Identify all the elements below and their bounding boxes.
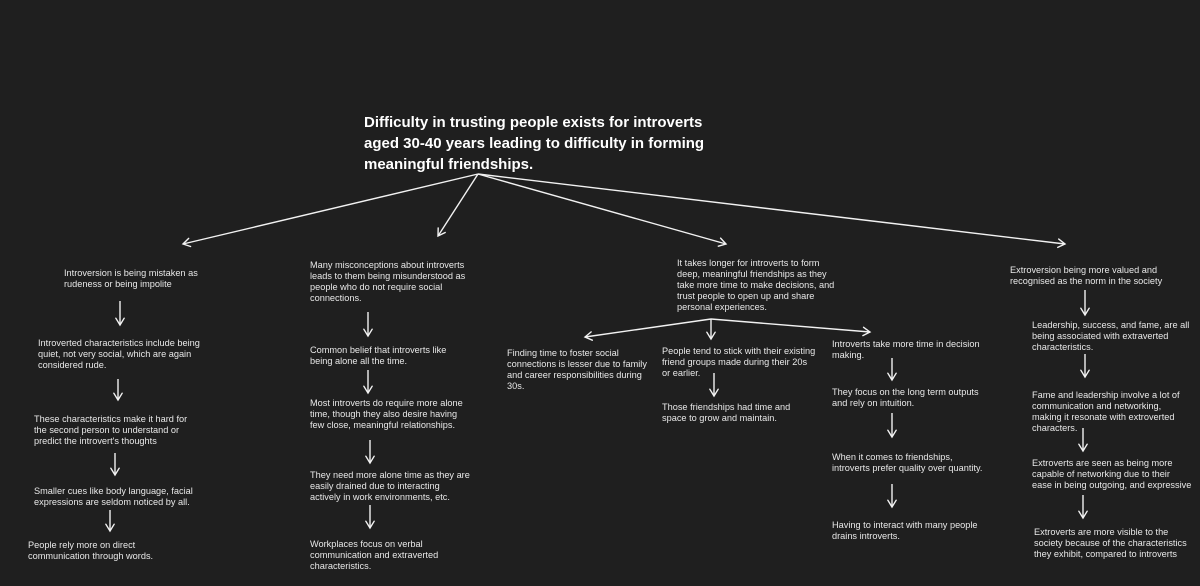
branch-4-step-1: Leadership, success, and fame, are all b… — [1032, 320, 1190, 352]
arrow-b3-sub-c-3 — [887, 484, 897, 509]
branch-1-step-3: Smaller cues like body language, facial … — [34, 486, 193, 507]
arrow-b4-4 — [1078, 495, 1088, 520]
branch-3-sub-b-step-1: Those friendships had time and space to … — [662, 402, 791, 423]
branch-4-step-4: Extroverts are more visible to the socie… — [1034, 527, 1187, 559]
arrow-b2-2 — [363, 370, 373, 395]
arrow-b4-1 — [1080, 290, 1090, 317]
arrow-root-to-branch-1 — [181, 173, 479, 248]
arrow-b2-4 — [365, 505, 375, 530]
arrow-b1-2 — [113, 379, 123, 402]
branch-2-head: Many misconceptions about introverts lea… — [310, 260, 466, 303]
branch-4-step-3: Extroverts are seen as being more capabl… — [1032, 458, 1192, 490]
arrow-b3-sub-c-2 — [887, 413, 897, 439]
branch-2-step-4: Workplaces focus on verbal communication… — [310, 539, 439, 571]
arrow-b4-3 — [1078, 428, 1088, 453]
arrow-b1-4 — [105, 510, 115, 533]
branch-3-sub-b: People tend to stick with their existing… — [662, 346, 816, 378]
arrow-b3-to-sub-a — [583, 318, 712, 341]
branch-3-sub-c-step-2: When it comes to friendships, introverts… — [832, 452, 983, 473]
arrow-b3-to-sub-c — [710, 318, 872, 337]
branch-1-head: Introversion is being mistaken as rudene… — [64, 268, 198, 289]
branch-2-step-1: Common belief that introverts like being… — [310, 345, 447, 366]
branch-2-step-3: They need more alone time as they are ea… — [310, 470, 470, 502]
arrow-b3-sub-c-1 — [887, 358, 897, 382]
branch-1-step-4: People rely more on direct communication… — [28, 540, 154, 561]
branch-1-step-2: These characteristics make it hard for t… — [34, 414, 188, 446]
arrow-b3-sub-b-1 — [709, 373, 719, 398]
arrow-root-to-branch-4 — [477, 173, 1067, 249]
arrow-b1-3 — [110, 453, 120, 477]
arrow-root-to-branch-2 — [437, 173, 479, 238]
arrow-b3-to-sub-b — [706, 319, 716, 341]
arrow-b1-1 — [115, 301, 125, 327]
branch-3-sub-c-step-3: Having to interact with many people drai… — [832, 520, 978, 541]
arrow-root-to-branch-3 — [477, 173, 728, 247]
branch-3-head: It takes longer for introverts to form d… — [677, 258, 835, 312]
branch-4-step-2: Fame and leadership involve a lot of com… — [1032, 390, 1180, 433]
branch-4-head: Extroversion being more valued and recog… — [1010, 265, 1163, 286]
branch-3-sub-c: Introverts take more time in decision ma… — [832, 339, 980, 360]
branch-3-sub-c-step-1: They focus on the long term outputs and … — [832, 387, 979, 408]
arrow-b2-3 — [365, 440, 375, 465]
branch-3-sub-a: Finding time to foster social connection… — [507, 348, 647, 391]
branch-2-step-2: Most introverts do require more alone ti… — [310, 398, 463, 430]
root-problem-statement: Difficulty in trusting people exists for… — [364, 114, 705, 173]
arrow-b2-1 — [363, 312, 373, 338]
branch-1-step-1: Introverted characteristics include bein… — [38, 338, 200, 370]
arrow-b4-2 — [1080, 354, 1090, 379]
